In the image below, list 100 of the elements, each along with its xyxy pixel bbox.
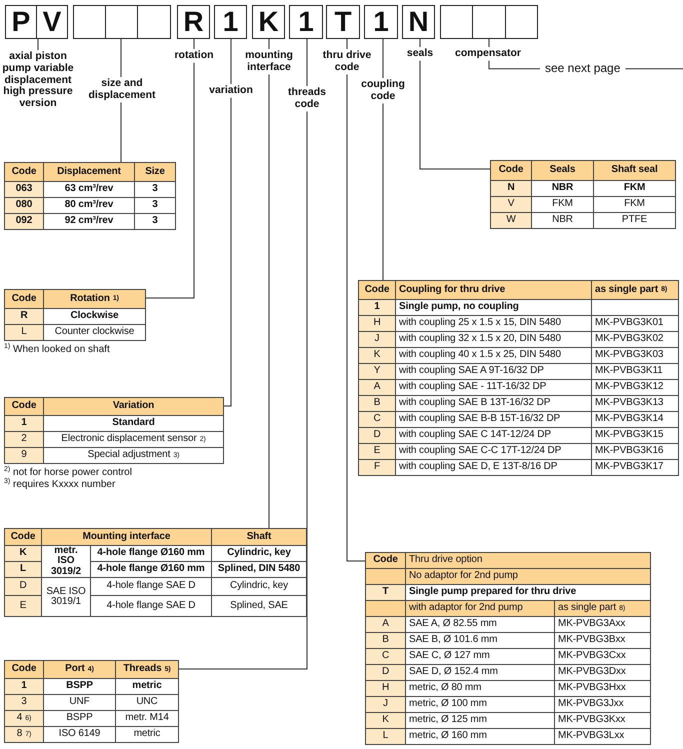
table-cell: with coupling SAE D, E 13T-8/16 DP xyxy=(396,460,592,476)
table-cell: 092 xyxy=(5,214,44,230)
table-header-cell: Shaft xyxy=(212,529,307,546)
table-cell: BSPP xyxy=(44,679,116,695)
table-cell: metr. ISO 3019/2 xyxy=(42,546,91,578)
table-header-cell: Code xyxy=(366,553,406,569)
footnote: $^{2)}$ not for horse power control xyxy=(4,467,132,478)
table-cell: E xyxy=(5,596,42,617)
code-table xyxy=(4,289,146,341)
table-cell: E xyxy=(359,444,396,460)
table-cell: FKM xyxy=(532,197,594,213)
table-cell: FKM xyxy=(594,181,676,197)
field-label: variation xyxy=(204,84,258,98)
table-header-cell: Shaft seal xyxy=(594,161,676,181)
table-header-cell: Coupling for thru drive xyxy=(396,281,592,300)
table-header-cell: Code xyxy=(5,290,44,309)
code-table xyxy=(4,162,176,230)
table-cell: H xyxy=(359,316,396,332)
table-cell: MK-PVBG3K01 xyxy=(592,316,679,332)
leader-line xyxy=(268,38,270,50)
table-cell: Single pump prepared for thru drive xyxy=(406,585,651,601)
table-cell: metric xyxy=(116,727,179,743)
field-label: rotation xyxy=(168,49,220,63)
field-label: thru drive code xyxy=(321,49,373,74)
table-cell: J xyxy=(359,332,396,348)
table-cell: Cylindric, key xyxy=(212,546,307,562)
field-label: compensator xyxy=(450,47,526,61)
table-header-cell: Code xyxy=(359,281,396,300)
table-cell: MK-PVBG3Dxx xyxy=(555,665,651,681)
field-label: size and displacement xyxy=(81,77,163,102)
table-cell: J xyxy=(366,697,406,713)
table-cell: W xyxy=(491,213,532,229)
note-text: see next page xyxy=(540,62,626,76)
footnote: $^{1)}$ When looked on shaft xyxy=(4,344,110,355)
footnote: $^{3)}$ requires Kxxxx number xyxy=(4,479,116,490)
table-cell: FKM xyxy=(594,197,676,213)
table-cell: Splined, SAE xyxy=(212,596,307,617)
table-cell: 4-hole flange SAE D xyxy=(91,578,212,596)
table-cell: MK-PVBG3Axx xyxy=(555,617,651,633)
table-cell: Splined, DIN 5480 xyxy=(212,562,307,578)
table-cell: 1 xyxy=(359,300,396,316)
table-cell: 4-hole flange SAE D xyxy=(91,596,212,617)
table-cell: Y xyxy=(359,364,396,380)
table-cell: A xyxy=(366,617,406,633)
leader-line xyxy=(120,38,122,78)
leader-line xyxy=(178,111,308,670)
table-cell: with coupling 40 x 1.5 x 25, DIN 5480 xyxy=(396,348,592,364)
table-cell: 92 cm³/rev xyxy=(44,214,135,230)
table-cell: B xyxy=(359,396,396,412)
table-cell: K xyxy=(366,713,406,729)
table-cell: 4-hole flange Ø160 mm xyxy=(91,562,212,578)
table-cell: BSPP xyxy=(44,711,116,727)
table-cell: UNC xyxy=(116,695,179,711)
table-cell: Standard xyxy=(44,416,224,432)
table-cell: Single pump, no coupling xyxy=(396,300,592,316)
empty-code-box xyxy=(73,5,106,39)
table-header-cell: Size xyxy=(135,163,176,182)
empty-code-box xyxy=(505,5,538,39)
field-label: threads code xyxy=(285,86,329,112)
table-cell: with coupling SAE B-B 15T-16/32 DP xyxy=(396,412,592,428)
table-cell: L xyxy=(5,562,42,578)
table-header-cell: Code xyxy=(5,163,44,182)
table-cell: SAE C, Ø 127 mm xyxy=(406,649,555,665)
table-cell: MK-PVBG3K17 xyxy=(592,460,679,476)
table-cell: with adaptor for 2nd pump xyxy=(406,601,555,617)
table-cell: V xyxy=(491,197,532,213)
code-box: R xyxy=(177,5,210,39)
leader-line xyxy=(306,38,308,86)
table-cell: T xyxy=(366,585,406,601)
table-cell: L xyxy=(366,729,406,745)
table-cell: F xyxy=(359,460,396,476)
table-cell: MK-PVBG3K11 xyxy=(592,364,679,380)
table-cell: ISO 6149 xyxy=(44,727,116,743)
table-cell: with coupling SAE - 11T-16/32 DP xyxy=(396,380,592,396)
field-label: mounting interface xyxy=(236,49,302,74)
leader-line xyxy=(346,38,348,50)
table-cell: metric, Ø 125 mm xyxy=(406,713,555,729)
table-header-cell: Code xyxy=(5,398,44,416)
code-table xyxy=(4,397,224,464)
table-cell: 1 xyxy=(5,416,44,432)
field-label: coupling code xyxy=(358,78,408,104)
table-header-cell: Seals xyxy=(532,161,594,181)
table-cell: with coupling 25 x 1.5 x 15, DIN 5480 xyxy=(396,316,592,332)
table-header-cell: Variation xyxy=(44,398,224,416)
table-cell: No adaptor for 2nd pump xyxy=(406,569,651,585)
table-cell: with coupling SAE C-C 17T-12/24 DP xyxy=(396,444,592,460)
leader-line xyxy=(420,60,490,170)
table-cell: metr. M14 xyxy=(116,711,179,727)
table-cell: SAE A, Ø 82.55 mm xyxy=(406,617,555,633)
table-cell: SAE B, Ø 101.6 mm xyxy=(406,633,555,649)
table-header-cell: Code xyxy=(5,529,42,546)
table-cell: MK-PVBG3Bxx xyxy=(555,633,651,649)
leader-line xyxy=(224,97,232,406)
table-cell: PTFE xyxy=(594,213,676,229)
leader-line xyxy=(230,38,232,84)
table-cell: NBR xyxy=(532,213,594,229)
code-box: 1 xyxy=(364,5,398,39)
code-box: N xyxy=(402,5,435,39)
code-table xyxy=(358,280,679,476)
table-cell: MK-PVBG3K03 xyxy=(592,348,679,364)
